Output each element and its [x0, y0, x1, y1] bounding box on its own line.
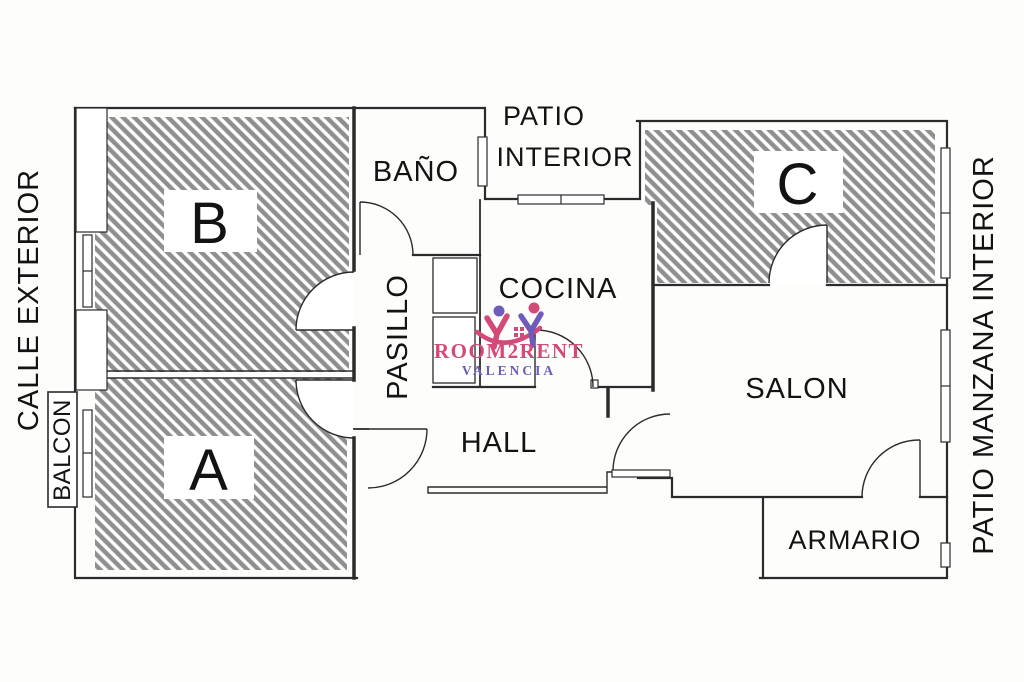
room-a-letter-box — [164, 436, 254, 499]
cocina-door-stub — [590, 379, 599, 389]
window-armario — [940, 542, 951, 568]
room-divider-b-a — [75, 370, 355, 379]
labels: B A C BAÑO PASILLO COCINA HALL SALON ARM… — [13, 101, 1000, 555]
outer-wall-left — [73, 106, 359, 580]
armario-salon-walls — [636, 476, 949, 580]
room-b-door-wedge — [296, 272, 354, 330]
logo-window-grid — [514, 327, 524, 337]
logo-right-figure-body — [518, 311, 544, 348]
logo-window-pane — [514, 327, 518, 331]
door-hall-pasillo — [367, 428, 428, 489]
patio-manzana-label: PATIO MANZANA INTERIOR — [968, 155, 1000, 555]
door-salon — [861, 439, 921, 498]
door-entry-arc — [612, 413, 671, 472]
wall-piers — [47, 107, 599, 508]
hatch-cutouts — [164, 151, 843, 499]
logo-right-figure-head — [528, 302, 540, 314]
hall-label: HALL — [461, 427, 538, 459]
pasillo-label: PASILLO — [382, 274, 414, 400]
door-room-c — [768, 224, 828, 284]
closet-box-lower — [432, 316, 476, 384]
door-cocina — [534, 329, 594, 388]
door-room-b — [295, 271, 355, 331]
patio-interior-label-line2: INTERIOR — [496, 142, 633, 172]
calle-exterior-label: CALLE EXTERIOR — [13, 169, 45, 431]
closet-box-upper — [432, 257, 478, 314]
logo-brand-text: ROOM2RENT — [434, 339, 584, 363]
room-c-label: C — [777, 152, 820, 217]
room-b-label: B — [190, 191, 230, 256]
armario-label: ARMARIO — [788, 525, 921, 555]
door-room-a — [295, 379, 355, 439]
room-a-door-wedge — [296, 380, 354, 438]
room2rent-logo: ROOM2RENT VALENCIA — [434, 302, 584, 378]
window-bay-lower — [75, 309, 108, 391]
logo-window-pane — [520, 333, 524, 337]
windows — [82, 136, 951, 568]
salon-label: SALON — [745, 373, 848, 405]
cocina-label: COCINA — [499, 273, 618, 305]
logo-window-pane — [520, 327, 524, 331]
logo-window-pane — [514, 333, 518, 337]
logo-people-house-icon — [474, 302, 544, 350]
bano-label: BAÑO — [373, 154, 459, 188]
logo-city-text: VALENCIA — [462, 363, 556, 378]
patio-interior-label-line1: PATIO — [503, 101, 585, 131]
door-entry-leaf — [611, 469, 671, 478]
room-c-door-wedge — [769, 225, 827, 283]
window-bano — [477, 136, 488, 187]
room-b-letter-box — [164, 190, 257, 252]
door-bano — [359, 201, 414, 256]
logo-left-figure-body — [484, 313, 510, 350]
hall-south-wall — [427, 471, 614, 494]
room-a-label: A — [189, 438, 229, 503]
balcony-outline — [47, 391, 78, 508]
window-bay-upper — [75, 107, 108, 233]
logo-left-figure-head — [493, 305, 505, 317]
balcon-label: BALCON — [49, 399, 76, 501]
room-c-letter-box — [754, 151, 843, 213]
doors — [295, 201, 921, 498]
